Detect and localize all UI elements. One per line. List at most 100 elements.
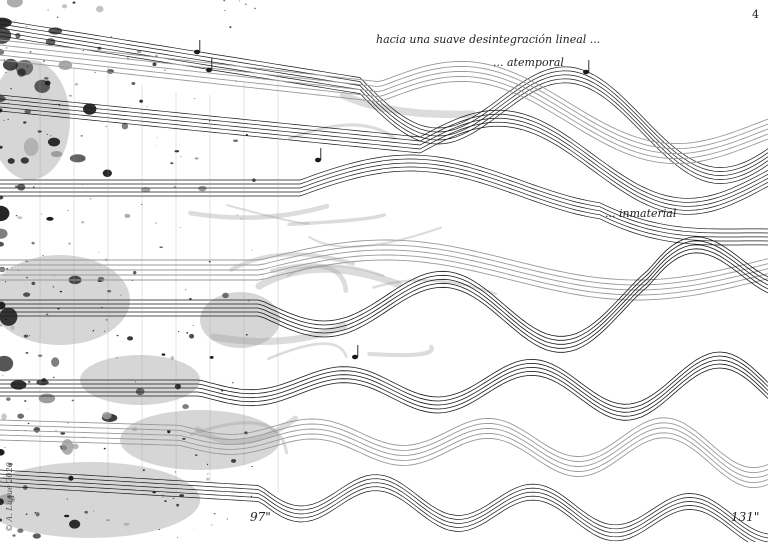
ink-drop <box>25 352 29 354</box>
brush-stroke <box>255 265 403 290</box>
ink-drop <box>193 527 195 529</box>
page-number: 4 <box>752 8 759 21</box>
staff-line <box>0 49 768 155</box>
ink-drop <box>174 150 180 153</box>
ink-drop <box>0 95 6 103</box>
staff-line <box>0 31 768 180</box>
ink-drop <box>127 336 134 341</box>
staff-line <box>0 254 768 296</box>
ink-drop <box>46 216 54 221</box>
ink-drop <box>198 185 207 192</box>
ink-drop <box>226 518 229 520</box>
ink-drop <box>83 103 97 115</box>
ink-drop <box>72 1 76 4</box>
staff-line <box>0 481 756 542</box>
credit-text: © A. Luque 2020 <box>5 462 14 532</box>
ink-drop <box>245 333 248 336</box>
ink-drop <box>233 139 239 142</box>
ink-drop <box>10 325 15 330</box>
ink-drop <box>24 109 31 114</box>
ink-drop <box>23 292 31 297</box>
ink-drop <box>105 126 107 128</box>
staff-line <box>0 259 768 301</box>
ink-drop <box>17 528 24 533</box>
ink-drop <box>3 119 5 121</box>
ink-drop <box>15 32 21 39</box>
ink-drop <box>174 383 181 390</box>
brush-stroke <box>226 204 310 225</box>
ink-drop <box>102 169 112 178</box>
staff-line <box>0 469 768 535</box>
ink-drop <box>96 5 104 13</box>
ink-drop <box>0 479 2 481</box>
ink-drop <box>231 382 234 384</box>
ink-drop <box>192 325 194 327</box>
grey-wash <box>0 462 200 538</box>
staff-line <box>0 158 768 234</box>
ink-drop <box>177 331 180 333</box>
ink-drop <box>23 334 29 338</box>
brush-stroke <box>287 213 386 227</box>
ink-drop <box>24 400 27 402</box>
ink-drop <box>52 286 55 288</box>
staff-line <box>0 94 768 199</box>
ink-drop <box>145 105 148 108</box>
music-note-icon <box>583 60 590 75</box>
ink-drop <box>27 261 29 263</box>
ink-drop <box>158 529 161 530</box>
ink-drop <box>0 449 5 456</box>
ink-drop <box>0 518 3 522</box>
ink-drop <box>12 534 16 537</box>
music-note-icon <box>315 148 322 163</box>
ink-drop <box>0 205 10 222</box>
staff-line <box>0 35 768 184</box>
ink-drop <box>43 60 45 62</box>
ink-drop <box>223 0 226 2</box>
ink-drop <box>27 422 30 425</box>
staff-line <box>0 19 768 168</box>
ink-drop <box>51 357 60 367</box>
ink-drop <box>52 376 55 379</box>
staff-line <box>0 59 768 165</box>
caption-lineal-disintegration: hacia una suave desintegración lineal ..… <box>376 33 601 46</box>
ink-drop <box>254 7 256 10</box>
ink-drop <box>28 381 31 383</box>
brush-stroke <box>269 263 349 293</box>
staff-line <box>0 244 768 345</box>
ink-drop <box>142 469 145 472</box>
staff-line <box>0 485 749 542</box>
ink-drop <box>37 130 42 133</box>
staff-line <box>0 417 768 469</box>
staff-line <box>0 239 768 281</box>
ink-drop <box>139 99 144 103</box>
ink-drop <box>72 443 79 450</box>
ink-drop <box>59 290 63 293</box>
grey-wash <box>200 292 280 348</box>
ink-drop <box>61 4 68 9</box>
ink-drop <box>7 495 12 498</box>
music-note-icon <box>194 40 201 55</box>
brush-stroke <box>308 226 443 248</box>
ink-drop <box>189 333 195 339</box>
ink-drop <box>44 80 51 86</box>
ink-drop <box>69 154 86 163</box>
ink-drop <box>240 218 243 220</box>
staff-line <box>0 477 768 542</box>
ink-drop <box>47 137 61 147</box>
ink-drop <box>53 276 55 278</box>
ink-drop <box>230 458 237 463</box>
ink-drop <box>42 255 44 257</box>
ink-drop <box>3 58 5 61</box>
brush-stroke <box>267 342 348 361</box>
ink-drop <box>1 413 7 421</box>
ink-drop <box>94 71 97 74</box>
ink-drop <box>236 214 239 216</box>
ink-drop <box>155 145 157 147</box>
ink-drop <box>17 216 23 220</box>
ink-drop <box>179 494 185 497</box>
ink-drop <box>229 26 232 29</box>
ink-drop <box>29 50 32 53</box>
ink-drop <box>92 330 95 332</box>
ink-drop <box>105 319 108 321</box>
